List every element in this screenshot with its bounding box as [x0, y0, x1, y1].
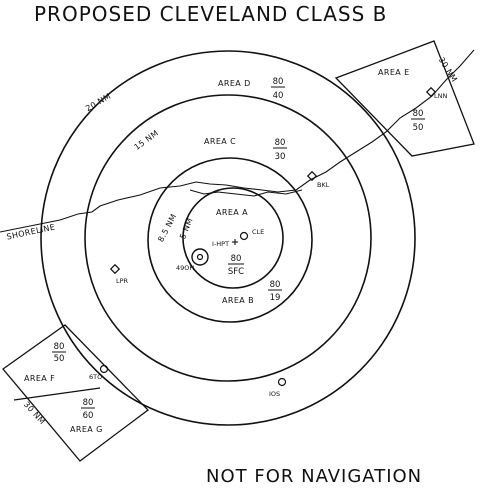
airport-lpr-label: LPR — [116, 277, 129, 285]
airport-cle-icon — [239, 231, 249, 241]
ring-label-15nm: 15 NM — [133, 128, 161, 152]
area-b-label: AREA B — [222, 296, 254, 305]
disclaimer: NOT FOR NAVIGATION — [206, 466, 423, 487]
navaid-hpt: I-HPT — [212, 239, 238, 248]
area-a-ceiling: 80 — [231, 254, 242, 264]
airport-lnn-icon — [425, 86, 437, 98]
area-d-floor: 40 — [273, 91, 284, 101]
area-c-label: AREA C — [204, 137, 236, 146]
ring-5nm — [182, 187, 284, 289]
area-d-ceiling: 80 — [273, 77, 284, 87]
airport-lnn: LNN — [425, 86, 447, 100]
area-b-floor: 19 — [270, 293, 281, 303]
area-b-ceiling: 80 — [270, 280, 281, 290]
airport-lpr: LPR — [109, 263, 129, 285]
airport-lnn-label: LNN — [434, 92, 447, 100]
area-f-label: AREA F — [24, 374, 55, 383]
airport-cle: CLE — [239, 228, 264, 241]
map-title: PROPOSED CLEVELAND CLASS B — [34, 2, 388, 26]
ring-15nm — [84, 94, 372, 382]
ring-20nm — [40, 50, 416, 426]
area-e-boundary — [334, 40, 475, 157]
airport-49oh-ring-icon — [191, 248, 209, 266]
area-g-ceiling: 80 — [83, 398, 94, 408]
ring-label-5nm: 5 NM — [178, 217, 195, 241]
area-fg-boundary — [2, 324, 149, 462]
airport-cle-label: CLE — [252, 228, 264, 236]
area-fg-divider — [13, 387, 101, 401]
shoreline — [0, 49, 475, 233]
area-e-label: AREA E — [378, 68, 410, 77]
airport-6to: 6TO — [89, 364, 109, 381]
shoreline-spur — [189, 189, 303, 197]
area-c-floor: 30 — [275, 152, 286, 162]
airport-ios-icon — [277, 377, 287, 387]
area-f-ceiling: 80 — [54, 342, 65, 352]
area-g-floor: 60 — [83, 411, 94, 421]
area-e-floor: 50 — [413, 123, 424, 133]
airport-49oh-label: 49OH — [176, 264, 194, 272]
airport-lpr-icon — [109, 263, 121, 275]
ring-label-20nm: 20 NM — [84, 92, 112, 114]
airport-ios: IOS — [269, 377, 287, 398]
ring-label-8-5nm: 8.5 NM — [156, 212, 178, 243]
airport-6to-icon — [99, 364, 109, 374]
airport-bkl: BKL — [306, 170, 330, 189]
area-f-floor: 50 — [54, 354, 65, 364]
ring-label-30nm-sw: 30 NM — [22, 400, 47, 427]
airport-6to-label: 6TO — [89, 373, 102, 381]
area-d-label: AREA D — [218, 79, 251, 88]
airport-bkl-icon — [306, 170, 318, 182]
airport-49oh-icon — [196, 253, 204, 261]
area-g-label: AREA G — [70, 425, 103, 434]
area-a-label: AREA A — [216, 208, 248, 217]
area-c-ceiling: 80 — [275, 138, 286, 148]
area-e-ceiling: 80 — [413, 109, 424, 119]
airport-49oh: 49OH — [176, 248, 209, 272]
airport-ios-label: IOS — [269, 390, 280, 398]
area-a-floor: SFC — [228, 267, 244, 277]
navaid-hpt-label: I-HPT — [212, 240, 229, 248]
ring-8-5nm — [147, 157, 313, 323]
airport-bkl-label: BKL — [317, 181, 330, 189]
